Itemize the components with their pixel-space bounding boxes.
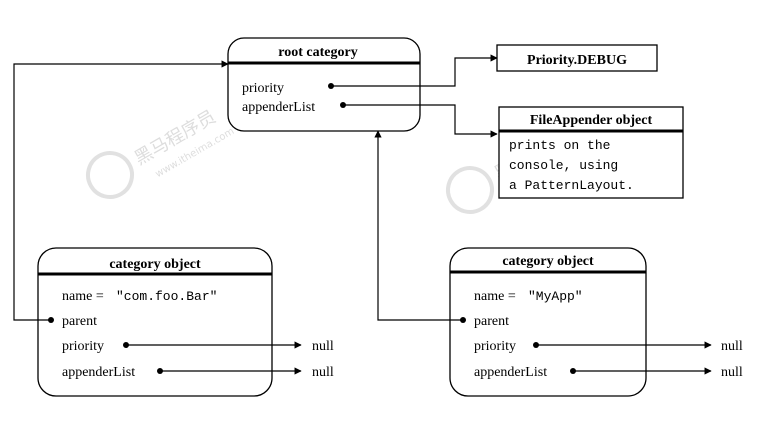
category-left-priority-label: priority — [62, 339, 104, 354]
category-left-appender-list-label: appenderList — [62, 365, 135, 380]
file-appender-box: FileAppender object prints on the consol… — [498, 106, 684, 199]
root-appender-list-arrow — [343, 104, 498, 138]
category-object-left: category object name = "com.foo.Bar" par… — [37, 247, 273, 397]
root-appender-list-label: appenderList — [242, 100, 315, 115]
category-right-name-label: name = — [474, 289, 516, 304]
category-left-name-label: name = — [62, 289, 104, 304]
category-left-parent-label: parent — [62, 314, 97, 329]
root-category-title: root category — [278, 45, 357, 60]
category-right-title: category object — [502, 254, 594, 269]
category-left-appender-list-null: null — [312, 365, 334, 380]
category-object-right: category object name = "MyApp" parent pr… — [449, 247, 647, 397]
category-right-parent-arrow — [374, 130, 463, 321]
file-appender-title: FileAppender object — [530, 113, 653, 128]
file-appender-line: prints on the — [509, 138, 610, 153]
category-left-name-value: "com.foo.Bar" — [116, 289, 217, 304]
watermark-logo-icon — [446, 166, 494, 214]
category-right-parent-label: parent — [474, 314, 509, 329]
category-left-priority-null: null — [312, 339, 334, 354]
file-appender-line: a PatternLayout. — [509, 178, 634, 193]
category-right-priority-null: null — [721, 339, 743, 354]
priority-debug-label: Priority.DEBUG — [527, 53, 627, 68]
file-appender-line: console, using — [509, 158, 618, 173]
root-priority-arrow — [331, 54, 498, 87]
category-right-appender-list-null: null — [721, 365, 743, 380]
category-right-appender-list-label: appenderList — [474, 365, 547, 380]
watermark-logo-icon — [86, 151, 134, 199]
category-left-title: category object — [109, 257, 201, 272]
root-priority-label: priority — [242, 81, 284, 96]
category-left-parent-arrow — [13, 60, 229, 321]
root-category-box: root category priority appenderList — [227, 37, 421, 132]
category-right-priority-label: priority — [474, 339, 516, 354]
category-right-name-value: "MyApp" — [528, 289, 583, 304]
priority-debug-box: Priority.DEBUG — [496, 44, 658, 72]
